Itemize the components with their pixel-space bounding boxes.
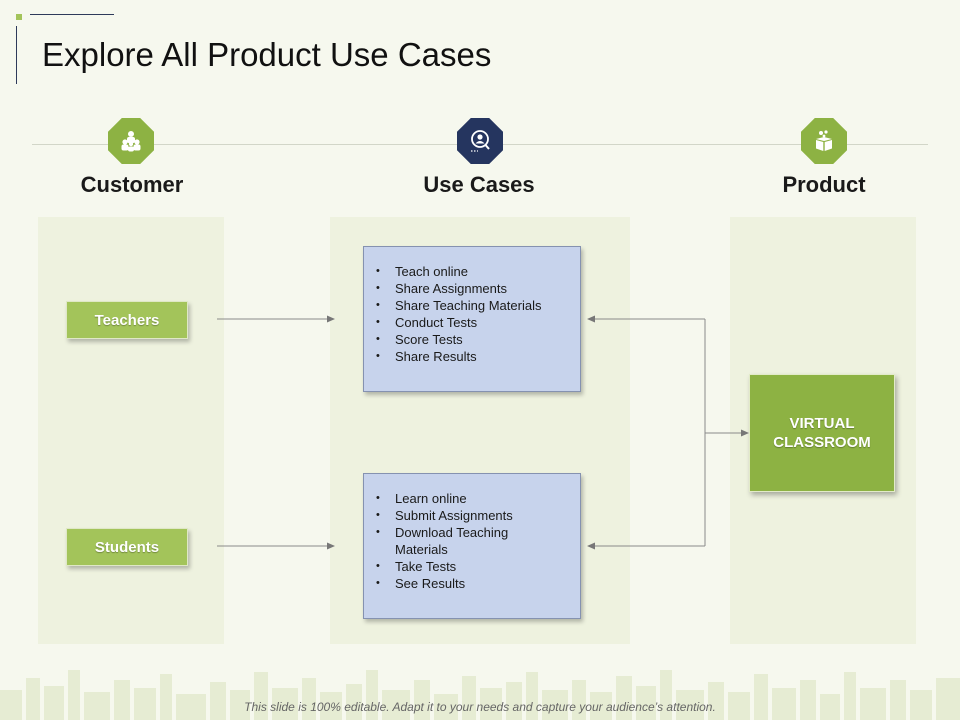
use-case-item: Take Tests — [376, 558, 580, 575]
gift-box-icon — [801, 118, 847, 164]
column-heading-use-cases: Use Cases — [423, 172, 535, 197]
column-heading-product: Product — [782, 172, 866, 197]
column-heading-customer: Customer — [80, 172, 184, 197]
corner-accent-square — [16, 14, 22, 20]
use-case-item: Submit Assignments — [376, 507, 580, 524]
use-case-item: Learn online — [376, 490, 580, 507]
city-skyline-decoration — [0, 670, 960, 720]
use-case-item: Conduct Tests — [376, 314, 580, 331]
product-label-line: VIRTUAL — [789, 415, 855, 432]
user-magnifier-icon — [457, 118, 503, 164]
product-virtual-classroom: VIRTUAL CLASSROOM — [749, 374, 895, 492]
use-case-item: Score Tests — [376, 331, 580, 348]
group-people-icon — [108, 118, 154, 164]
customer-panel — [38, 217, 224, 644]
corner-accent-line — [30, 14, 114, 15]
use-case-box-teachers: Teach online Share Assignments Share Tea… — [363, 246, 581, 392]
use-case-item: Teach online — [376, 263, 580, 280]
footer-note: This slide is 100% editable. Adapt it to… — [244, 700, 716, 714]
customer-teachers: Teachers — [66, 301, 188, 339]
use-case-item: Share Results — [376, 348, 580, 365]
use-case-item: See Results — [376, 575, 580, 592]
use-case-list: Teach online Share Assignments Share Tea… — [364, 247, 580, 365]
corner-accent-line — [16, 26, 17, 84]
use-case-box-students: Learn online Submit Assignments Download… — [363, 473, 581, 619]
product-label-line: CLASSROOM — [773, 434, 871, 451]
customer-students: Students — [66, 528, 188, 566]
use-case-item: Download Teaching Materials — [376, 524, 545, 558]
use-case-item: Share Teaching Materials — [376, 297, 580, 314]
use-case-item: Share Assignments — [376, 280, 580, 297]
page-title: Explore All Product Use Cases — [42, 36, 492, 73]
use-case-list: Learn online Submit Assignments Download… — [364, 474, 580, 592]
